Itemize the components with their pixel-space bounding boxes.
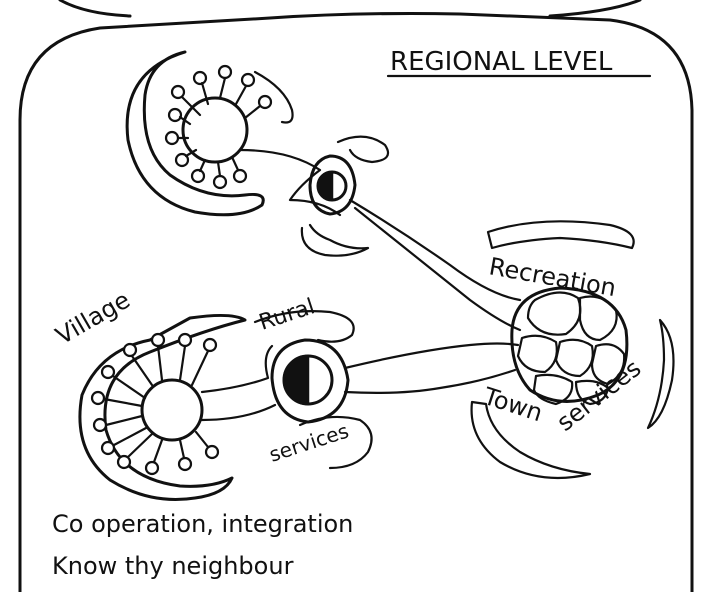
label-recreation: Recreation <box>487 252 618 302</box>
diagram-title: REGIONAL LEVEL <box>390 47 613 77</box>
label-rural: Rural <box>256 294 318 335</box>
caption-line-1: Co operation, integration <box>52 510 353 538</box>
village-node-bottom <box>78 313 247 502</box>
label-village: Village <box>51 286 135 351</box>
caption-line-2: Know thy neighbour <box>52 552 294 580</box>
link-top-to-town <box>348 198 522 332</box>
village-node-top <box>125 50 294 217</box>
label-town-services: services <box>551 354 646 437</box>
link-bottom-to-town <box>343 342 520 394</box>
rural-node-bottom <box>253 310 373 470</box>
label-town: Town <box>479 382 546 428</box>
label-rural-services: services <box>266 419 351 467</box>
rural-node-top <box>300 135 390 257</box>
link-bottom-village <box>200 344 277 422</box>
frame <box>18 0 694 592</box>
town-node <box>470 220 675 480</box>
